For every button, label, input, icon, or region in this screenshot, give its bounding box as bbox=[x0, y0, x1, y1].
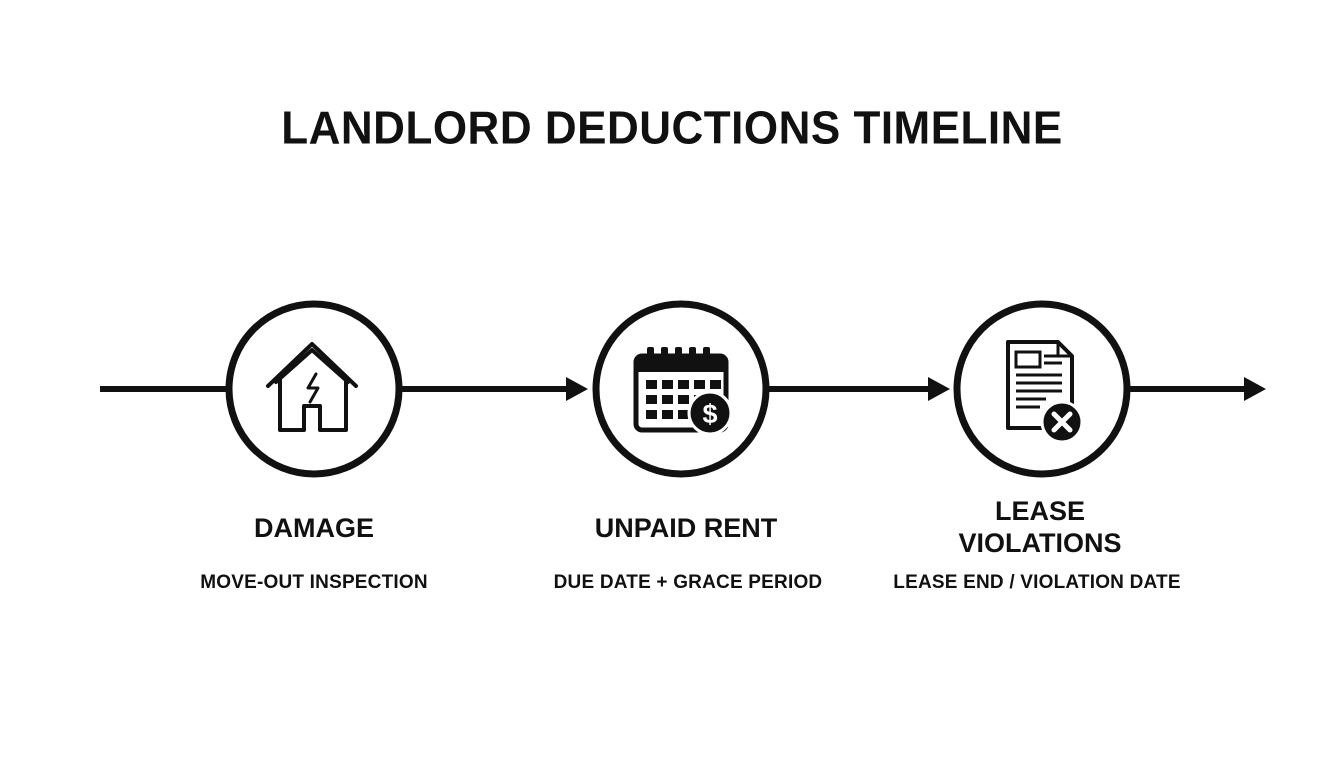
arrowhead-3 bbox=[1244, 377, 1266, 401]
calendar-dollar-icon: $ bbox=[633, 347, 733, 436]
step-sublabel-lease-violations: LEASE END / VIOLATION DATE bbox=[893, 572, 1181, 593]
step-sublabel-damage: MOVE-OUT INSPECTION bbox=[200, 572, 428, 593]
step-sublabel-unpaid-rent: DUE DATE + GRACE PERIOD bbox=[553, 572, 823, 593]
diagram-title: LANDLORD DEDUCTIONS TIMELINE bbox=[281, 102, 1063, 155]
house-damage-icon bbox=[266, 342, 358, 432]
step-label-lease-violations: LEASE VIOLATIONS bbox=[890, 495, 1190, 559]
svg-text:$: $ bbox=[702, 399, 717, 429]
step-label-damage: DAMAGE bbox=[254, 513, 374, 543]
step-label-line-2: VIOLATIONS bbox=[958, 528, 1122, 558]
arrowhead-2 bbox=[928, 377, 950, 401]
step-label-line-1: LEASE bbox=[994, 496, 1086, 526]
document-x-icon bbox=[1006, 340, 1084, 444]
arrowhead-1 bbox=[566, 377, 588, 401]
step-label-unpaid-rent: UNPAID RENT bbox=[594, 513, 778, 543]
